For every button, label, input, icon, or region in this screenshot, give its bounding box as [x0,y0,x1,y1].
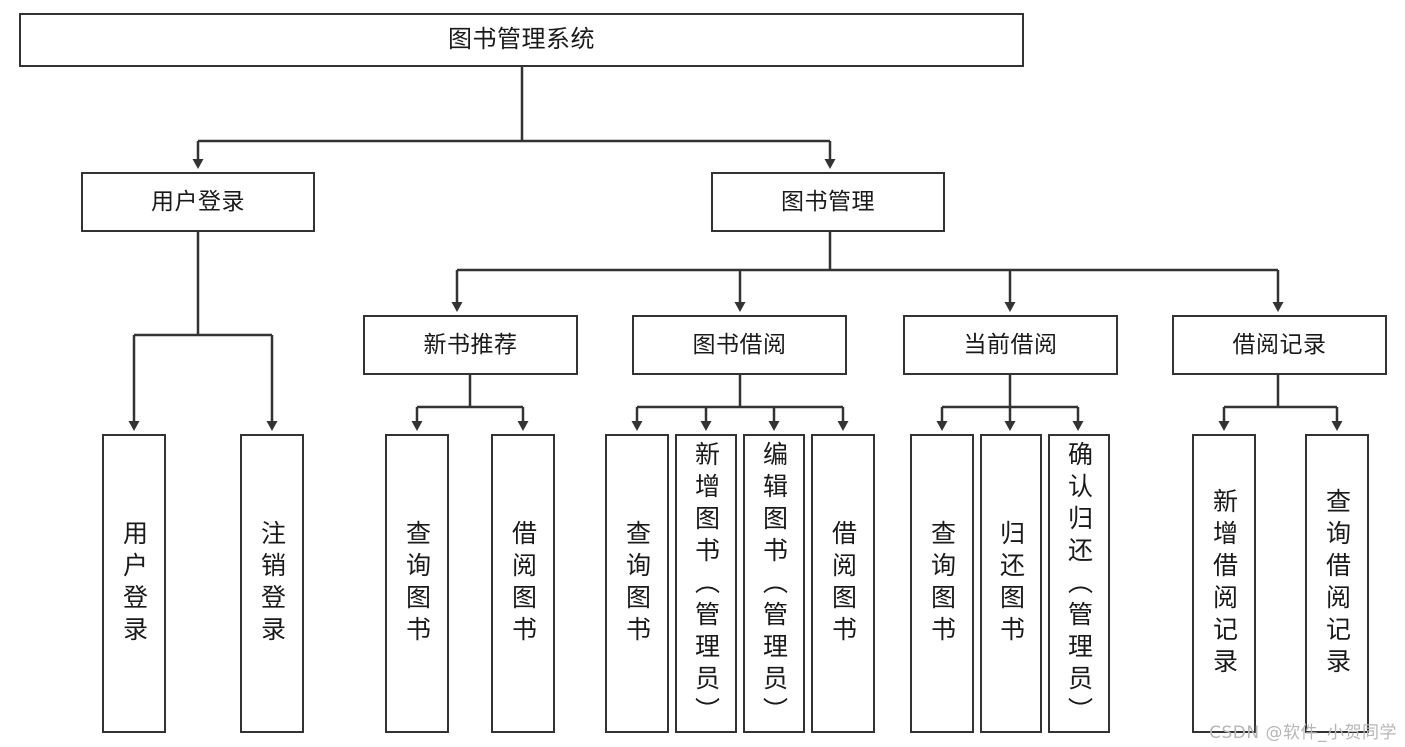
leaf-logout[interactable]: 注销登录 [240,434,304,733]
leaf-borrow-book[interactable]: 借阅图书 [811,434,875,733]
node-book-management[interactable]: 图书管理 [711,172,945,232]
node-label: 图书管理系统 [448,25,595,54]
leaf-query-book-from-borrowing[interactable]: 查询图书 [605,434,669,733]
node-label: 注销登录 [257,519,287,648]
node-label: 图书借阅 [692,331,787,358]
csdn-watermark: CSDN @软件_小贺同学 [1209,723,1397,743]
node-label: 借阅图书 [828,519,858,648]
node-new-book-recommendation[interactable]: 新书推荐 [363,315,578,375]
node-user-login[interactable]: 用户登录 [81,172,315,232]
leaf-confirm-return-admin[interactable]: 确认归还（管理员） [1048,434,1110,733]
node-label: 查询图书 [402,519,432,648]
leaf-edit-book-admin[interactable]: 编辑图书（管理员） [743,434,805,733]
node-root-book-management-system[interactable]: 图书管理系统 [19,13,1024,67]
node-label: 查询图书 [622,519,652,648]
leaf-borrow-book-from-recommendation[interactable]: 借阅图书 [491,434,555,733]
node-label: 新增图书（管理员） [691,441,721,729]
node-label: 确认归还（管理员） [1064,441,1094,729]
node-label: 用户登录 [119,519,149,648]
node-label: 借阅记录 [1232,331,1327,358]
node-current-borrowing[interactable]: 当前借阅 [903,315,1118,375]
node-label: 当前借阅 [963,331,1058,358]
leaf-query-borrowing-record[interactable]: 查询借阅记录 [1305,434,1369,733]
node-label: 归还图书 [996,519,1026,648]
node-label: 查询图书 [927,519,957,648]
node-label: 用户登录 [151,188,245,215]
node-borrowing-record[interactable]: 借阅记录 [1172,315,1387,375]
leaf-query-book-from-current[interactable]: 查询图书 [910,434,974,733]
node-label: 编辑图书（管理员） [759,441,789,729]
leaf-query-book-from-recommendation[interactable]: 查询图书 [385,434,449,733]
leaf-add-book-admin[interactable]: 新增图书（管理员） [675,434,737,733]
node-book-borrowing[interactable]: 图书借阅 [632,315,847,375]
leaf-user-login[interactable]: 用户登录 [102,434,166,733]
leaf-return-book[interactable]: 归还图书 [980,434,1042,733]
leaf-add-borrowing-record[interactable]: 新增借阅记录 [1192,434,1256,733]
node-label: 借阅图书 [508,519,538,648]
node-label: 查询借阅记录 [1322,487,1352,680]
node-label: 新书推荐 [423,331,518,358]
node-label: 新增借阅记录 [1209,487,1239,680]
node-label: 图书管理 [781,188,875,215]
